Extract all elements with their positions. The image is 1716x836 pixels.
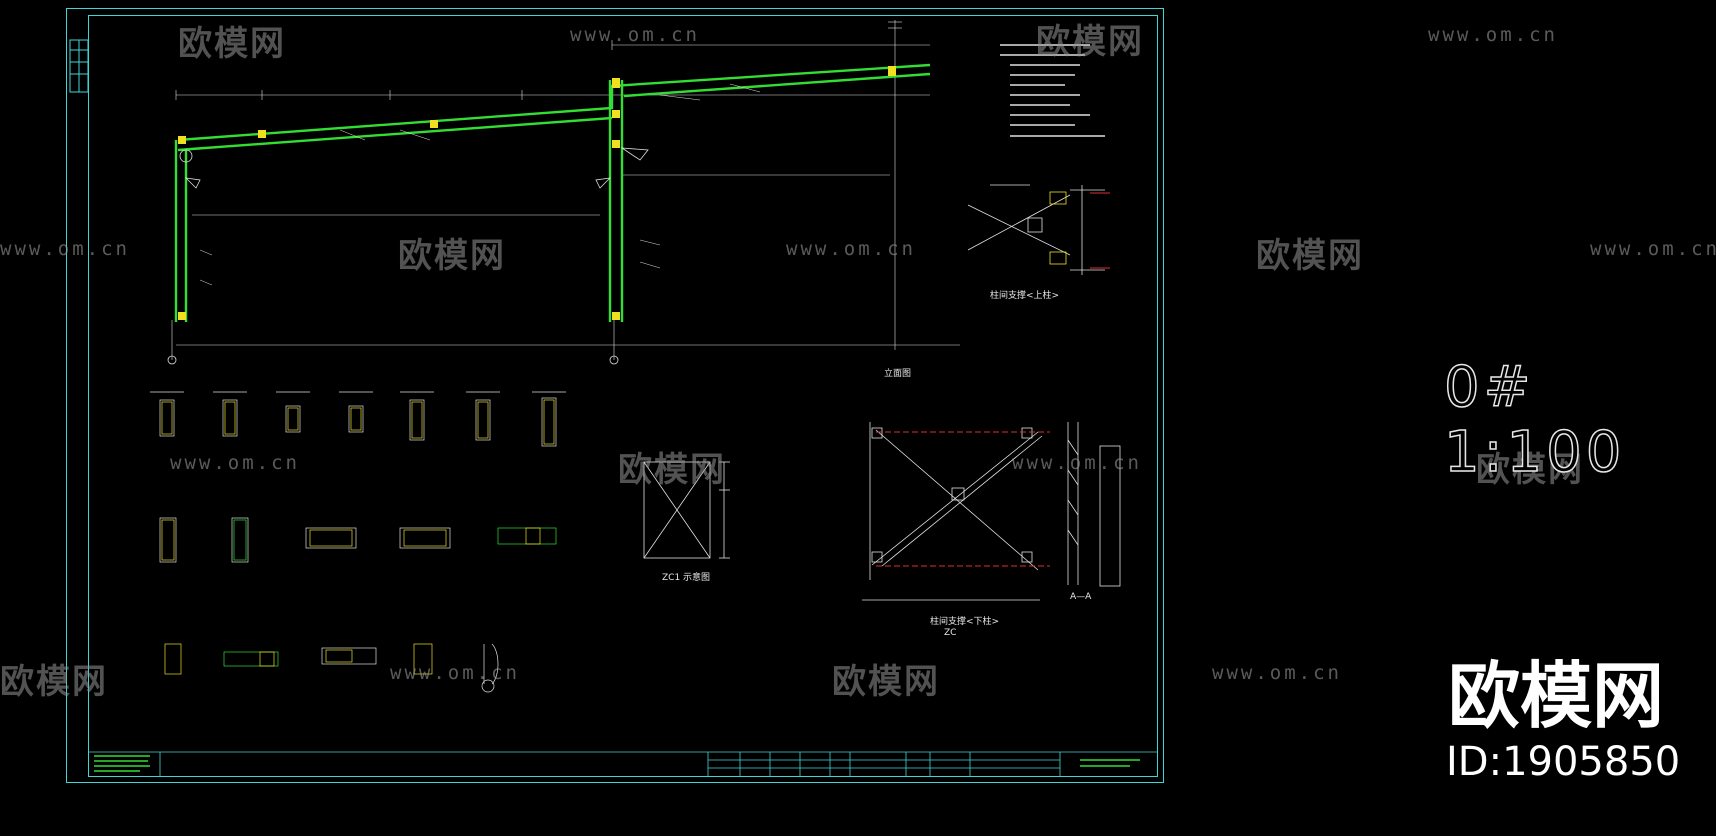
- title-block-text-lines: [94, 755, 1140, 772]
- brace-top-label: 柱间支撑<上柱>: [990, 291, 1060, 301]
- connection-details-row2: [159, 517, 557, 563]
- watermark-brand: 欧模网: [178, 24, 286, 64]
- scale-label: 0# 1:100: [1443, 354, 1626, 486]
- watermark-url: www.om.cn: [1012, 452, 1142, 474]
- title-block: [88, 751, 1158, 777]
- brand-name: 欧模网: [1448, 654, 1665, 738]
- zc1-label: ZC1 示意图: [662, 573, 711, 583]
- watermark-brand: 欧模网: [398, 236, 506, 276]
- watermark-brand: 欧模网: [0, 662, 108, 702]
- zc-label: ZC: [944, 628, 957, 638]
- watermark-url: www.om.cn: [1212, 662, 1342, 684]
- section-aa-label: A—A: [1070, 592, 1092, 602]
- watermark-url: www.om.cn: [1590, 238, 1716, 260]
- bottom-brace-detail: [862, 422, 1121, 601]
- zc1-sketch: [643, 461, 730, 559]
- top-brace-detail: [967, 184, 1105, 275]
- drawing-sheet-inner-frame: [88, 15, 1158, 777]
- elevation-section-label: 立面图: [884, 369, 912, 379]
- drawing-sheet-border: [66, 8, 1164, 783]
- watermark-url: www.om.cn: [0, 238, 130, 260]
- connection-details-row1: [150, 391, 566, 447]
- general-notes-block: [1000, 44, 1105, 137]
- connection-details-row3: [164, 643, 499, 693]
- brand-id: ID:1905850: [1446, 739, 1681, 785]
- watermark-url: www.om.cn: [1428, 24, 1558, 46]
- watermark-url: www.om.cn: [570, 24, 700, 46]
- watermark-brand: 欧模网: [618, 450, 726, 490]
- watermark-url: www.om.cn: [170, 452, 300, 474]
- watermark-brand: 欧模网: [1476, 450, 1584, 490]
- watermark-url: www.om.cn: [786, 238, 916, 260]
- watermark-brand: 欧模网: [832, 662, 940, 702]
- watermark-brand: 欧模网: [1036, 22, 1144, 62]
- watermark-brand: 欧模网: [1256, 236, 1364, 276]
- brace-bottom-label: 柱间支撑<下柱>: [930, 617, 1000, 627]
- watermark-url: www.om.cn: [390, 662, 520, 684]
- portal-frame-elevation: [167, 20, 960, 365]
- left-title-strip: [69, 39, 89, 93]
